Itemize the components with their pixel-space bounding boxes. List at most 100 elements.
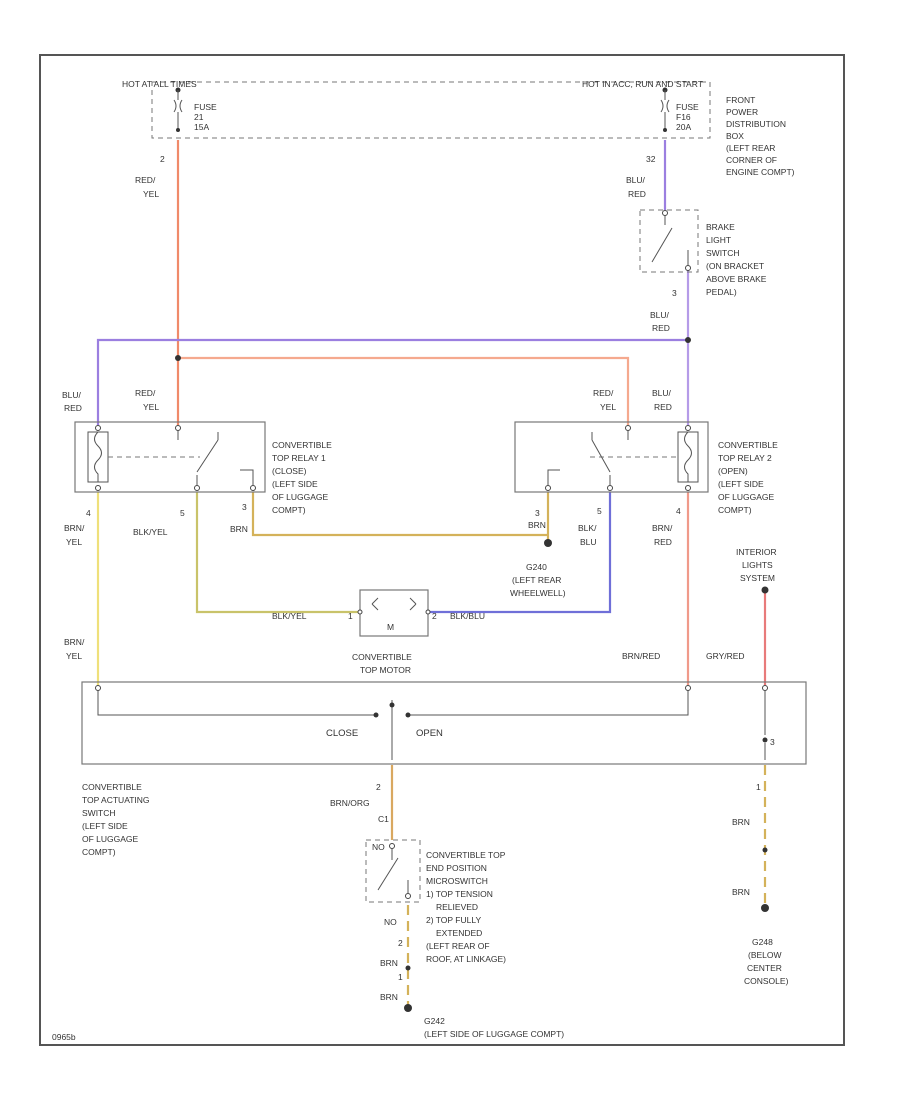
pin-4-relay2: 4 <box>676 506 681 516</box>
svg-text:(ON BRACKET: (ON BRACKET <box>706 261 764 271</box>
svg-text:TOP RELAY 1: TOP RELAY 1 <box>272 453 326 463</box>
wire-red-yel-branch <box>178 356 630 425</box>
svg-text:INTERIOR: INTERIOR <box>736 547 777 557</box>
svg-text:COMPT): COMPT) <box>82 847 116 857</box>
relay-1-label: CONVERTIBLE TOP RELAY 1 (CLOSE) (LEFT SI… <box>272 440 332 515</box>
svg-text:RED: RED <box>64 403 82 413</box>
svg-text:COMPT): COMPT) <box>272 505 306 515</box>
svg-text:YEL: YEL <box>143 189 159 199</box>
svg-text:F16: F16 <box>676 112 691 122</box>
wire-label-blu-red-top: BLU/ <box>626 175 646 185</box>
svg-text:RED: RED <box>628 189 646 199</box>
svg-text:OF LUGGAGE: OF LUGGAGE <box>718 492 775 502</box>
svg-text:DISTRIBUTION: DISTRIBUTION <box>726 119 786 129</box>
svg-text:CONVERTIBLE: CONVERTIBLE <box>718 440 778 450</box>
wire-label-micro-brn-2: BRN <box>380 992 398 1002</box>
svg-text:G240: G240 <box>526 562 547 572</box>
motor-label: CONVERTIBLE TOP MOTOR <box>352 652 412 675</box>
svg-text:2) TOP FULLY: 2) TOP FULLY <box>426 915 481 925</box>
microswitch-label: CONVERTIBLE TOP END POSITION MICROSWITCH… <box>426 850 506 964</box>
svg-text:CONVERTIBLE: CONVERTIBLE <box>272 440 332 450</box>
svg-text:C1: C1 <box>378 814 389 824</box>
svg-text:CONVERTIBLE TOP: CONVERTIBLE TOP <box>426 850 506 860</box>
wire-label-brn-g248-upper: BRN <box>732 817 750 827</box>
svg-text:ROOF, AT LINKAGE): ROOF, AT LINKAGE) <box>426 954 506 964</box>
svg-text:G248: G248 <box>752 937 773 947</box>
svg-text:RED: RED <box>652 323 670 333</box>
svg-text:(LEFT REAR: (LEFT REAR <box>726 143 775 153</box>
ground-g242 <box>404 1004 412 1012</box>
svg-text:1: 1 <box>756 782 761 792</box>
g248-label: G248 (BELOW CENTER CONSOLE) <box>744 937 789 986</box>
wire-label-brn-g248-lower: BRN <box>732 887 750 897</box>
wire-label-red-yel-top: RED/ <box>135 175 156 185</box>
hot-run-start-label: HOT IN ACC, RUN AND START <box>582 79 703 89</box>
svg-text:YEL: YEL <box>66 651 82 661</box>
actuating-switch-label: CONVERTIBLE TOP ACTUATING SWITCH (LEFT S… <box>82 782 150 857</box>
svg-text:CONVERTIBLE: CONVERTIBLE <box>82 782 142 792</box>
svg-text:(LEFT SIDE: (LEFT SIDE <box>82 821 128 831</box>
g242-label: G242 (LEFT SIDE OF LUGGAGE COMPT) <box>424 1016 564 1039</box>
svg-text:LIGHTS: LIGHTS <box>742 560 773 570</box>
wire-label-blk-yel: BLK/YEL <box>133 527 168 537</box>
svg-text:(LEFT SIDE: (LEFT SIDE <box>718 479 764 489</box>
interior-lights-connector <box>761 586 769 594</box>
fuse-f16: FUSE F16 20A <box>660 87 699 132</box>
svg-text:2: 2 <box>432 611 437 621</box>
svg-text:YEL: YEL <box>600 402 616 412</box>
interior-lights-label: INTERIOR LIGHTS SYSTEM <box>736 547 777 583</box>
svg-text:BRAKE: BRAKE <box>706 222 735 232</box>
relay-2-label: CONVERTIBLE TOP RELAY 2 (OPEN) (LEFT SID… <box>718 440 778 515</box>
svg-text:15A: 15A <box>194 122 209 132</box>
splice-blu-red <box>685 337 691 343</box>
end-position-microswitch <box>365 839 421 903</box>
svg-text:21: 21 <box>194 112 204 122</box>
svg-text:ABOVE BRAKE: ABOVE BRAKE <box>706 274 767 284</box>
svg-text:TOP MOTOR: TOP MOTOR <box>360 665 411 675</box>
svg-text:ENGINE COMPT): ENGINE COMPT) <box>726 167 795 177</box>
svg-text:(LEFT SIDE OF LUGGAGE COMPT): (LEFT SIDE OF LUGGAGE COMPT) <box>424 1029 564 1039</box>
switch-open-label: OPEN <box>416 728 443 739</box>
svg-text:(CLOSE): (CLOSE) <box>272 466 307 476</box>
svg-text:CENTER: CENTER <box>747 963 782 973</box>
svg-text:RED: RED <box>654 537 672 547</box>
convertible-top-motor: M <box>357 589 431 637</box>
wire-label-brn-yel-upper: BRN/ <box>64 523 85 533</box>
svg-text:OF LUGGAGE: OF LUGGAGE <box>82 834 139 844</box>
svg-text:CONSOLE): CONSOLE) <box>744 976 789 986</box>
convertible-top-relay-1 <box>74 421 266 493</box>
svg-text:SWITCH: SWITCH <box>82 808 116 818</box>
pin-4-relay1: 4 <box>86 508 91 518</box>
svg-text:CONVERTIBLE: CONVERTIBLE <box>352 652 412 662</box>
wire-label-red-yel-right: RED/ <box>593 388 614 398</box>
switch-close-label: CLOSE <box>326 728 358 739</box>
wire-label-blk-blu: BLK/ <box>578 523 597 533</box>
svg-text:POWER: POWER <box>726 107 758 117</box>
g240-label: G240 (LEFT REAR WHEELWELL) <box>510 562 566 598</box>
wire-label-blu-red-mid: BLU/ <box>650 310 670 320</box>
wire-label-blu-red-right: BLU/ <box>652 388 672 398</box>
brake-light-switch <box>639 209 699 273</box>
wire-blk-blu <box>428 492 612 614</box>
wire-brn-relay1 <box>251 492 548 537</box>
wire-label-red-yel-left: RED/ <box>135 388 156 398</box>
svg-text:20A: 20A <box>676 122 691 132</box>
svg-text:END POSITION: END POSITION <box>426 863 487 873</box>
svg-text:MICROSWITCH: MICROSWITCH <box>426 876 488 886</box>
ground-g240 <box>544 539 552 547</box>
diagram-code: 0965b <box>52 1032 76 1042</box>
wire-label-brn-relay1: BRN <box>230 524 248 534</box>
ground-g248 <box>761 904 769 912</box>
svg-text:(LEFT SIDE: (LEFT SIDE <box>272 479 318 489</box>
brake-switch-label: BRAKE LIGHT SWITCH (ON BRACKET ABOVE BRA… <box>706 222 767 297</box>
wire-label-brn-yel-lower: BRN/ <box>64 637 85 647</box>
svg-text:TOP ACTUATING: TOP ACTUATING <box>82 795 150 805</box>
wire-label-blu-red-left: BLU/ <box>62 390 82 400</box>
svg-text:1: 1 <box>348 611 353 621</box>
motor-wire-blk-yel: BLK/YEL <box>272 611 307 621</box>
svg-text:FUSE: FUSE <box>194 102 217 112</box>
svg-text:(LEFT REAR: (LEFT REAR <box>512 575 561 585</box>
wire-label-micro-brn-1: BRN <box>380 958 398 968</box>
wire-blk-yel <box>195 492 360 614</box>
svg-text:1) TOP TENSION: 1) TOP TENSION <box>426 889 493 899</box>
